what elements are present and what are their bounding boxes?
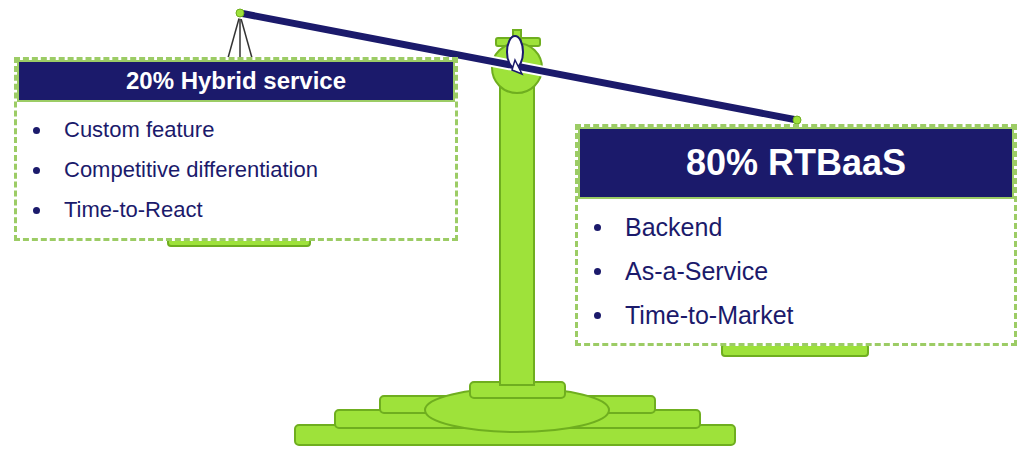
box-heading: 80% RTBaaS: [578, 127, 1014, 199]
box-heading: 20% Hybrid service: [17, 60, 455, 102]
bullet-item: As-a-Service: [594, 249, 1006, 293]
bullet-text: Time-to-React: [64, 197, 203, 223]
scale-string: [239, 15, 241, 58]
bullet-text: Time-to-Market: [625, 301, 794, 330]
bullet-item: Time-to-Market: [594, 293, 1006, 337]
bullet-dot: [594, 268, 601, 275]
bullet-item: Backend: [594, 205, 1006, 249]
bullet-dot: [33, 207, 40, 214]
bullet-text: As-a-Service: [625, 257, 768, 286]
bullet-text: Backend: [625, 213, 722, 242]
bullet-text: Competitive differentiation: [64, 157, 318, 183]
bullet-text: Custom feature: [64, 117, 214, 143]
bullet-dot: [594, 224, 601, 231]
scale-string: [228, 15, 240, 58]
bullet-item: Time-to-React: [33, 190, 447, 230]
bullet-item: Custom feature: [33, 110, 447, 150]
bullet-item: Competitive differentiation: [33, 150, 447, 190]
hybrid-box: 20% Hybrid serviceCustom featureCompetit…: [14, 57, 458, 241]
bullet-dot: [33, 127, 40, 134]
scale-string: [240, 15, 252, 58]
bullet-dot: [594, 312, 601, 319]
beam-end: [236, 9, 244, 17]
bullet-list: BackendAs-a-ServiceTime-to-Market: [578, 199, 1014, 343]
scale-pointer: [512, 60, 522, 74]
scale-pillar: [500, 60, 534, 385]
rtbaas-box: 80% RTBaaSBackendAs-a-ServiceTime-to-Mar…: [575, 124, 1017, 346]
beam-end: [793, 116, 801, 124]
bullet-list: Custom featureCompetitive differentiatio…: [17, 102, 455, 238]
bullet-dot: [33, 167, 40, 174]
